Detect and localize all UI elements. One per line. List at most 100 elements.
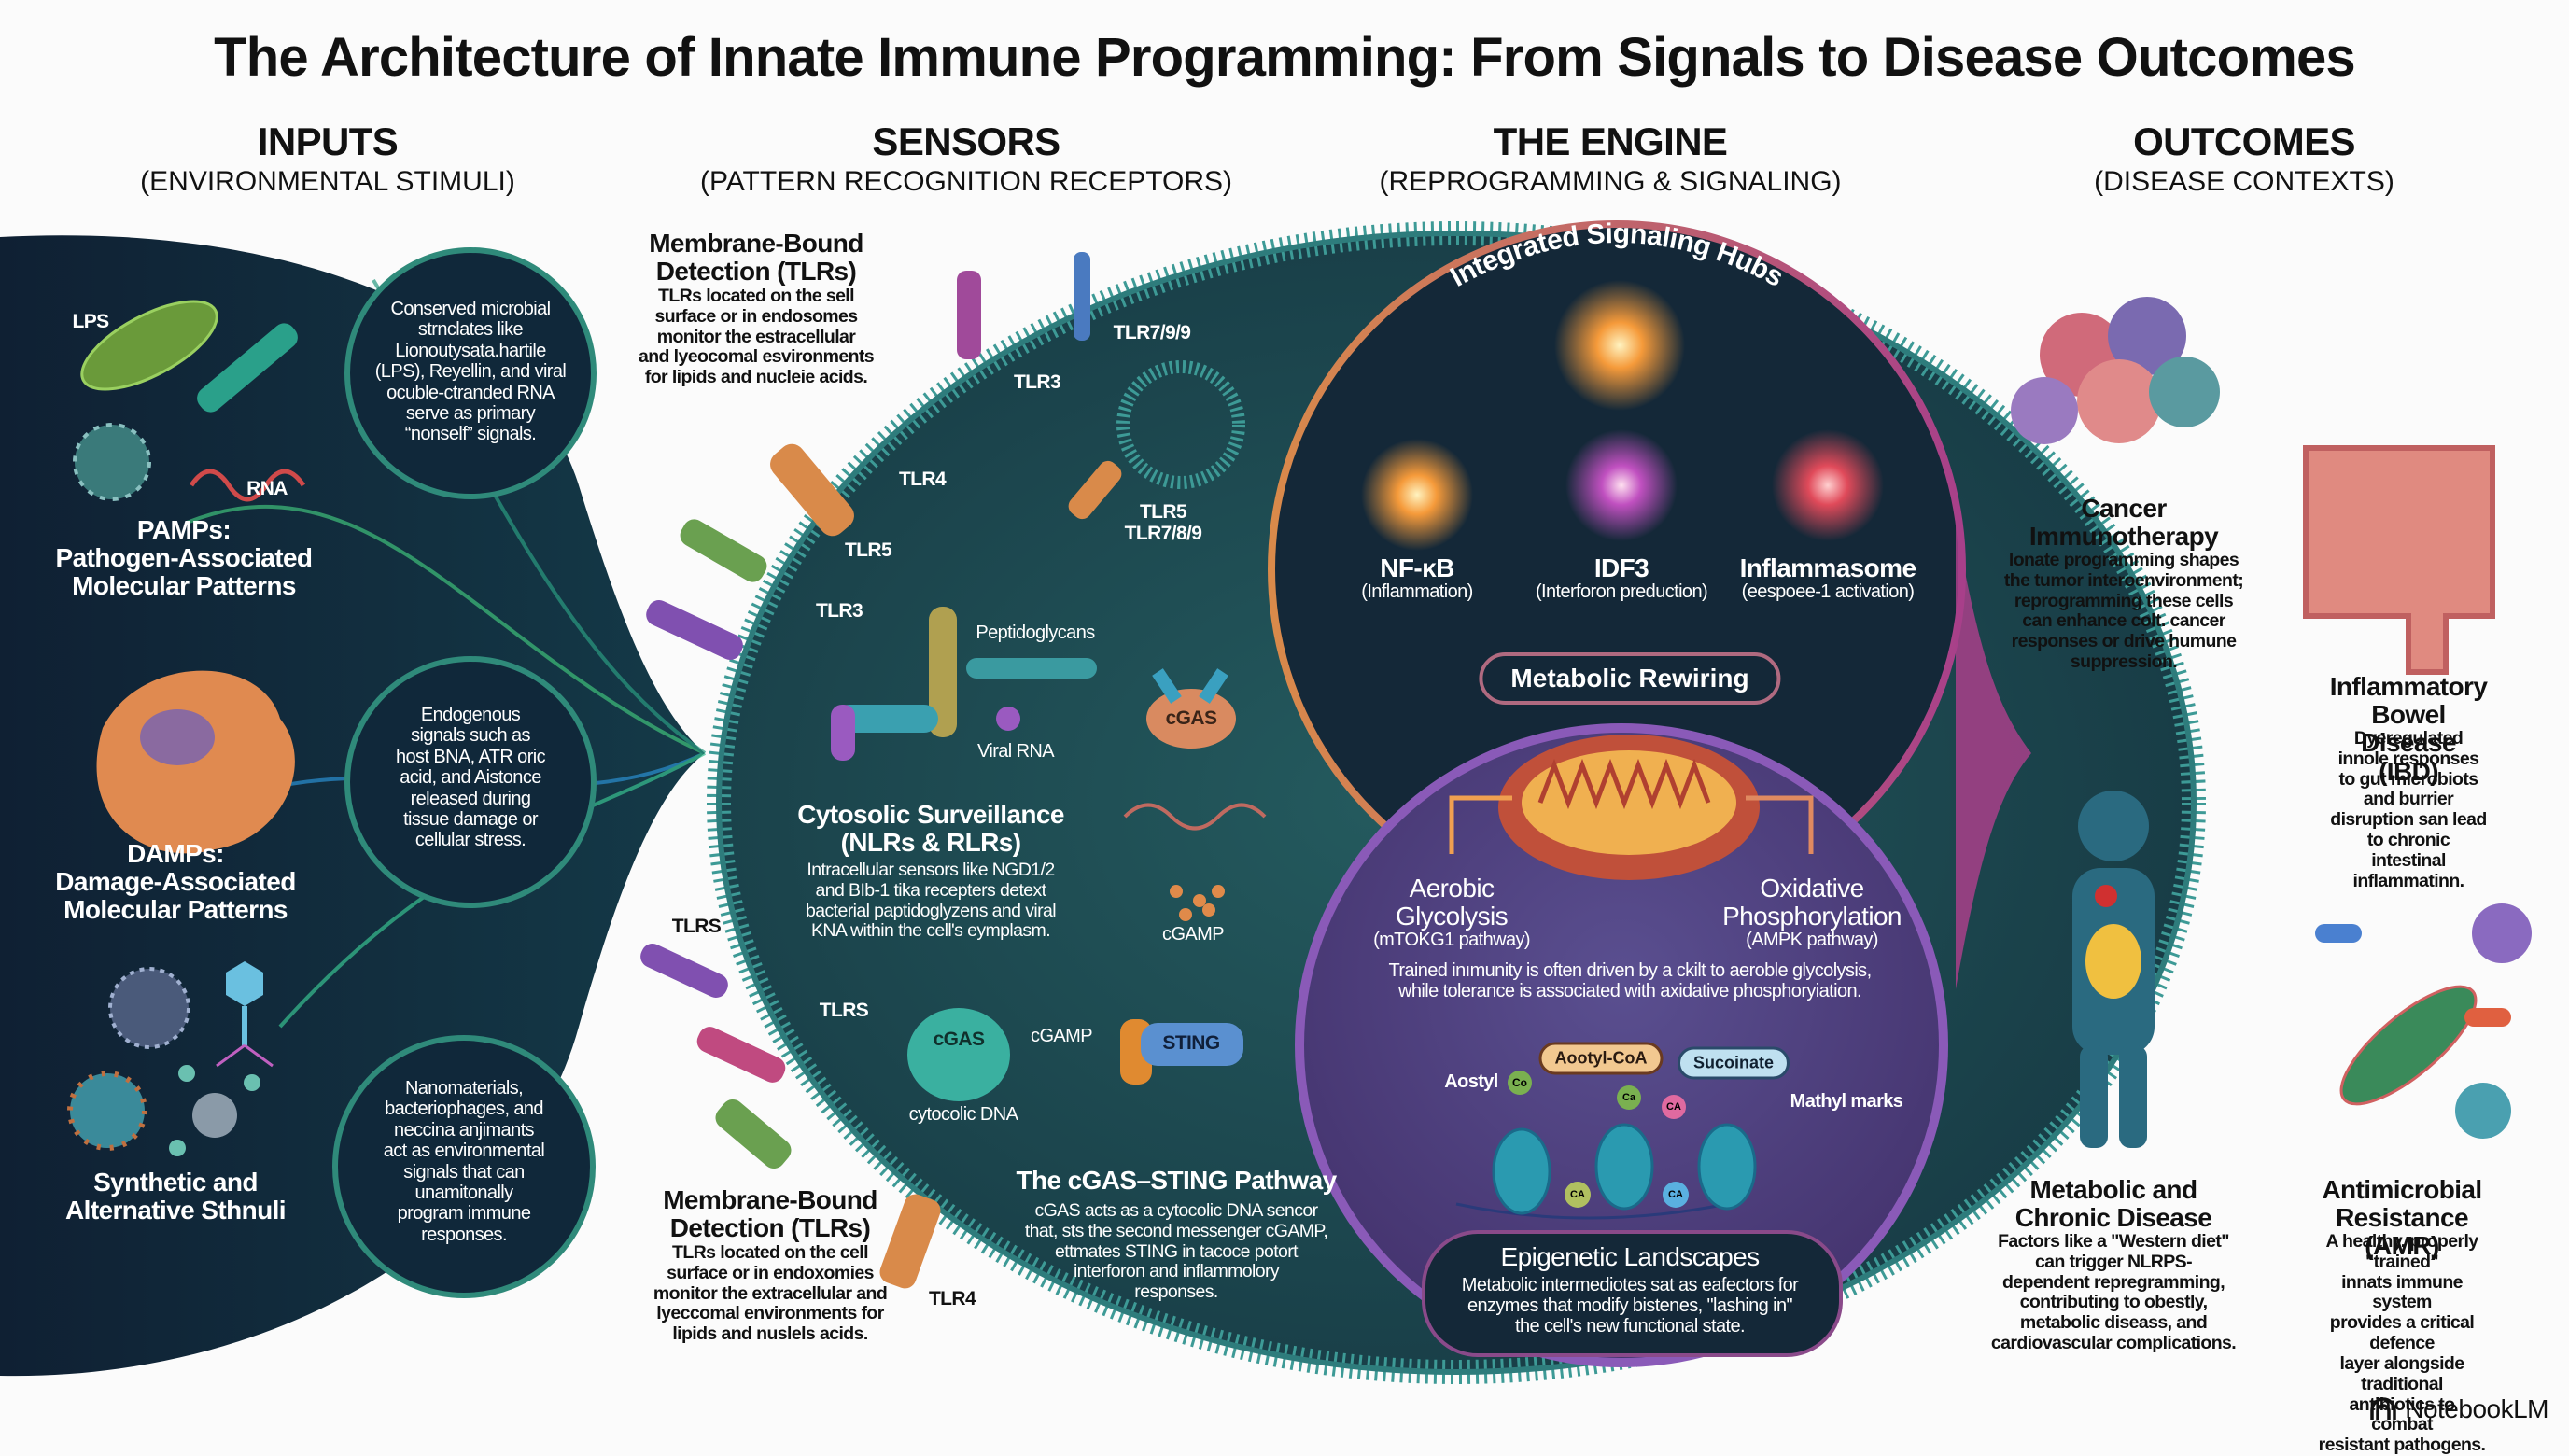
section-subtitle-sensors: (PATTERN RECOGNITION RECEPTORS) <box>699 166 1233 197</box>
intestine-icon <box>2303 445 2495 675</box>
section-subtitle-inputs: (ENVIRONMENTAL STIMULI) <box>140 166 515 197</box>
epigenetic-description: Metabolic intermediotes sat as eafectors… <box>1461 1275 1799 1337</box>
outcome-amr-title: Antimicrobial Resistance (AMR) <box>2322 1175 2482 1261</box>
outcome-metabolic-title: Metabolic and Chronic Disease <box>2014 1175 2212 1233</box>
outcome-metabolic-description: Factors like a "Western diet" can trigge… <box>1990 1231 2237 1354</box>
outcome-arrow <box>1956 523 2031 989</box>
damps-description: Endogenous signals such as host BNA, ATR… <box>396 705 546 851</box>
oxphos-pathway: (AMPK pathway) <box>1746 930 1878 950</box>
flagellin-icon <box>197 323 298 413</box>
section-title-engine: THE ENGINE <box>1493 119 1728 163</box>
outcome-ibd-description: Dyeregulated innole responses to gut mic… <box>2330 728 2487 891</box>
cgamp-dots-icon <box>1170 885 1225 921</box>
cgas-sting-title: The cGAS–STING Pathway <box>1016 1166 1337 1195</box>
glycolysis-pathway: (mTOKG1 pathway) <box>1373 930 1530 950</box>
chip-ca-1: CA <box>1565 1182 1591 1208</box>
membrane-detection-top-description: TLRs located on the sell surface or in e… <box>638 286 875 388</box>
label-viral-rna: Viral RNA <box>976 741 1055 762</box>
brand-name: NotebookLM <box>2405 1394 2548 1423</box>
tumor-cells-icon <box>2011 297 2220 444</box>
input-description-circles <box>332 247 597 1298</box>
label-peptidoglycans: Peptidoglycans <box>976 623 1095 643</box>
lps-label: LPS <box>72 311 109 332</box>
notebooklm-logo-icon <box>2370 1397 2396 1420</box>
oxphos-title: Oxidative Phosphorylation <box>1722 874 1902 931</box>
hub-nfkb-desc: (Inflammation) <box>1361 581 1473 602</box>
hub-nfkb-name: NF-κB <box>1380 553 1454 582</box>
rna-label: RNA <box>246 478 288 499</box>
damaged-cell-icon <box>96 670 295 854</box>
cgas-dna-complex-icon <box>907 1008 1010 1101</box>
metabolic-rewiring-title: Metabolic Rewiring <box>1479 652 1781 705</box>
nlr-rlr-icons <box>831 607 1097 761</box>
label-tlr4-bottom: TLR4 <box>928 1288 976 1309</box>
endosome <box>1116 360 1245 489</box>
damps-title: DAMPs: Damage-Associated Molecular Patte… <box>55 839 296 925</box>
mitochondrion-icon <box>1498 735 1760 880</box>
hub-inflammasome-name: Inflammasome <box>1739 553 1916 582</box>
virus-icon <box>73 423 151 501</box>
notebooklm-brand: NotebookLM <box>2369 1394 2548 1424</box>
label-tlr3-left: TLR3 <box>815 600 863 622</box>
dna-helix-icon <box>1123 803 1267 831</box>
nanoparticle-icon <box>108 967 190 1049</box>
label-tlr3-top: TLR3 <box>1013 371 1061 393</box>
rna-strand-icon <box>189 469 306 502</box>
label-methyl-marks: Mathyl marks <box>1790 1091 1903 1112</box>
section-title-outcomes: OUTCOMES <box>2133 119 2355 163</box>
synthetic-description: Nanomaterials, bacteriophages, and necci… <box>383 1078 545 1245</box>
cytosolic-description: Intracellular sensors like NGD1/2 and BI… <box>806 860 1057 942</box>
hub-inflammasome-desc: (eespoee-1 activation) <box>1741 581 1915 602</box>
hub-idf3-name: IDF3 <box>1593 553 1649 582</box>
epigenetic-box <box>1422 1230 1843 1357</box>
label-tlr5-endosome: TLR5 TLR7/8/9 <box>1124 501 1202 545</box>
metabolic-note: Trained inımunity is often driven by a c… <box>1388 960 1872 1001</box>
adjuvant-virus-icon <box>67 1071 147 1151</box>
acetyl-coa-badge: Aootyl-CoA <box>1538 1042 1664 1075</box>
succinate-badge: Sucoinate <box>1677 1046 1790 1080</box>
bacterium-pills-icon <box>2315 903 2532 1139</box>
label-tlrs-mid: TLRS <box>671 916 722 937</box>
chip-acetyl: Co <box>1508 1071 1532 1095</box>
label-sting: STING <box>1162 1032 1220 1054</box>
cgas-protein-icon <box>1146 668 1236 749</box>
membrane-detection-bottom-description: TLRs located on the cell surface or in e… <box>653 1242 888 1345</box>
section-subtitle-outcomes: (DISEASE CONTEXTS) <box>2094 166 2394 197</box>
page-title: The Architecture of Innate Immune Progra… <box>214 27 2356 88</box>
epigenetic-title: Epigenetic Landscapes <box>1500 1242 1761 1271</box>
label-cgas-top: cGAS <box>1165 707 1217 729</box>
pamps-title: PAMPs: Pathogen-Associated Molecular Pat… <box>55 515 313 601</box>
pathway-arrows <box>1449 795 1814 854</box>
nucleosome-icons <box>1455 1123 1757 1220</box>
label-tlrs-low: TLRS <box>819 1000 869 1021</box>
bacterium-icon <box>80 300 218 391</box>
synthetic-title: Synthetic and Alternative Sthnuli <box>65 1168 287 1225</box>
sting-protein-icon <box>1120 1019 1243 1085</box>
bacteriophage-icon <box>216 961 274 1068</box>
hub-idf3-desc: (Interforon preduction) <box>1535 581 1708 602</box>
chip-ca-4: CA <box>1663 1182 1689 1208</box>
section-subtitle-engine: (REPROGRAMMING & SIGNALING) <box>1379 166 1842 197</box>
label-acetyl: Aostyl <box>1444 1071 1498 1092</box>
chip-ca-3: CA <box>1662 1095 1686 1119</box>
glycolysis-title: Aerobic Glycolysis <box>1395 874 1509 931</box>
section-title-sensors: SENSORS <box>872 119 1060 163</box>
label-cgamp-right: cGAMP <box>1162 924 1225 945</box>
label-cgas-low: cGAS <box>933 1029 985 1050</box>
outcome-cancer-title: Cancer Immunotherapy <box>2029 494 2219 552</box>
section-title-inputs: INPUTS <box>257 119 399 163</box>
tlr-receptor-icons <box>640 252 1122 1289</box>
membrane-detection-top-title: Membrane-Bound Detection (TLRs) <box>649 229 863 287</box>
label-tlr5-left: TLR5 <box>844 539 892 561</box>
membrane-detection-bottom-title: Membrane-Bound Detection (TLRs) <box>663 1185 877 1243</box>
label-tlr799: TLR7/9/9 <box>1113 322 1191 343</box>
cytosolic-title: Cytosolic Surveillance (NLRs & RLRs) <box>797 800 1064 858</box>
label-tlr4-top: TLR4 <box>898 469 947 490</box>
label-cytocolic-dna: cytocolic DNA <box>908 1104 1018 1125</box>
human-body-icon <box>2072 791 2155 1148</box>
cgas-sting-description: cGAS acts as a cytocolic DNA sencor that… <box>1024 1200 1328 1303</box>
molecule-icon <box>169 1065 260 1156</box>
chip-ca-2: Ca <box>1617 1085 1641 1110</box>
outcome-cancer-description: lonate programming shapes the tumor inte… <box>2003 550 2244 673</box>
outcome-ibd-title: Inflammatory Bowel Disease (IBD) <box>2329 672 2488 786</box>
